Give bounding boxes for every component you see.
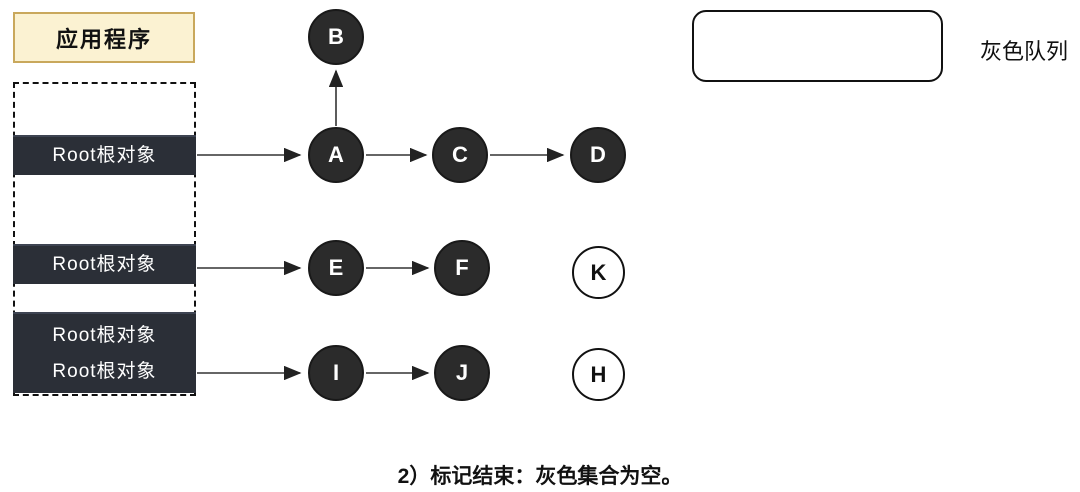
- root-set-panel: [13, 82, 196, 396]
- node-K: K: [572, 246, 625, 299]
- node-D: D: [570, 127, 626, 183]
- node-I: I: [308, 345, 364, 401]
- node-A: A: [308, 127, 364, 183]
- root-bar-1-label: Root根对象: [52, 145, 157, 167]
- gray-queue-label: 灰色队列: [980, 39, 1069, 64]
- root-bar-1: Root根对象: [13, 135, 196, 175]
- root-bar-2: Root根对象: [13, 244, 196, 284]
- node-C: C: [432, 127, 488, 183]
- root-bar-3: Root根对象 Root根对象: [13, 312, 196, 393]
- root-bar-3-label-bottom: Root根对象: [52, 360, 157, 382]
- gray-queue-box: [692, 10, 943, 82]
- node-B: B: [308, 9, 364, 65]
- node-J: J: [434, 345, 490, 401]
- root-bar-3-label-top: Root根对象: [52, 325, 157, 347]
- node-E: E: [308, 240, 364, 296]
- root-bar-2-label: Root根对象: [52, 254, 157, 276]
- caption: 2）标记结束：灰色集合为空。: [397, 465, 683, 488]
- node-H: H: [572, 348, 625, 401]
- application-box: 应用程序: [13, 12, 195, 63]
- node-F: F: [434, 240, 490, 296]
